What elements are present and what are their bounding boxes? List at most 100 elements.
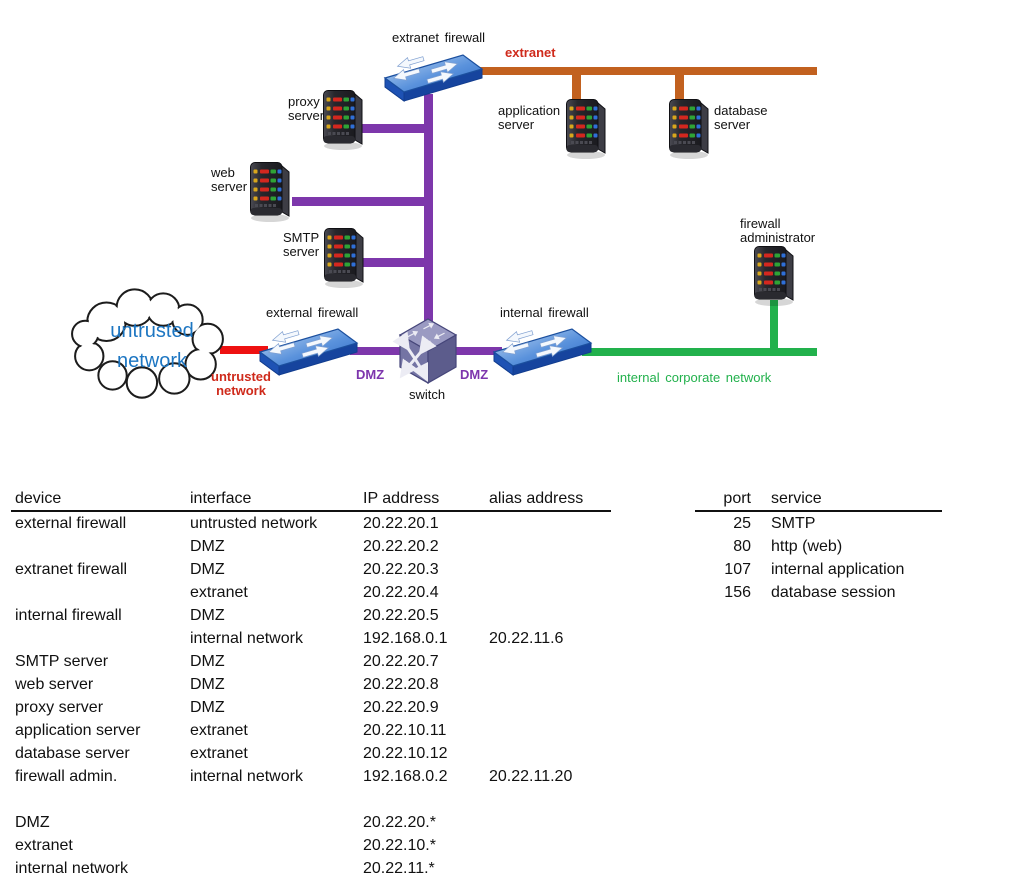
table-cell: extranet firewall [15,561,128,578]
dmz-line-right [450,347,502,355]
table-cell: untrusted network [190,515,318,532]
internal-firewall-icon [490,316,594,380]
table-cell: 20.22.11.20 [489,768,573,785]
table-cell: 156 [724,584,751,601]
dmz-backbone-line [424,94,433,330]
label-line: administrator [740,230,816,245]
untrusted-network-label: untrusted network [202,370,280,398]
table-cell: DMZ [190,538,225,555]
table-cell: DMZ [190,561,225,578]
table-cell [485,696,611,719]
label-line: network [116,350,188,372]
table-cell: 20.22.20.2 [363,538,439,555]
database-server-icon [666,96,714,160]
switch-label: switch [409,387,446,402]
table-row: 107 internal application [695,558,942,581]
table-cell: 192.168.0.1 [363,630,448,647]
label-line: SMTP [283,230,320,245]
table-cell: internal application [771,561,905,578]
table-cell: 25 [733,515,751,532]
proxy-server-icon [320,87,368,151]
internal-segment-line [582,348,817,356]
table-cell [485,788,611,811]
extranet-firewall-label: extranet firewall [392,30,486,45]
table-cell: 20.22.11.6 [489,630,564,647]
table-cell: 107 [724,561,751,578]
table-cell: extranet [15,837,73,854]
table-cell [485,857,611,880]
internal-firewall-label: internal firewall [500,305,589,320]
table-cell: 20.22.20.7 [363,653,439,670]
table-cell: 20.22.20.* [363,814,436,831]
label-line: network [216,383,266,398]
table-cell: proxy server [15,699,104,716]
dmz-label-left: DMZ [356,367,385,382]
label-line: untrusted [110,320,194,342]
label-line: server [283,244,320,259]
table-cell [485,742,611,765]
table-cell: 20.22.20.4 [363,584,439,601]
label-line: database [714,103,768,118]
table-cell: http (web) [771,538,843,555]
table-cell [186,857,359,880]
table-cell: web server [15,676,94,693]
column-header: interface [186,487,359,512]
proxy-server-label: proxy server [288,95,324,123]
column-header: IP address [359,487,485,512]
table-cell: DMZ [15,814,50,831]
dmz-line-left [350,347,404,355]
label-line: server [498,117,535,132]
table-cell [186,834,359,857]
extranet-segment-line [479,67,817,75]
table-cell: internal network [15,860,128,877]
label-line: untrusted [211,369,271,384]
table-cell: SMTP server [15,653,109,670]
table-cell: 20.22.20.1 [363,515,439,532]
table-cell [359,788,485,811]
external-firewall-label: external firewall [266,305,359,320]
table-cell: database session [771,584,896,601]
table-cell [11,581,186,604]
dmz-branch-smtp [362,258,433,267]
table-cell [485,673,611,696]
table-cell: DMZ [190,699,225,716]
table-cell: 20.22.20.5 [363,607,439,624]
label-line: server [714,117,751,132]
application-server-label: application server [498,104,560,132]
application-server-icon [563,96,611,160]
dmz-branch-proxy [360,124,433,133]
web-server-icon [247,159,295,223]
column-header: alias address [485,487,611,512]
table-row: 156 database session [695,581,942,604]
table-cell [485,558,611,581]
column-header: device [11,487,186,512]
firewall-administrator-label: firewall administrator [740,217,815,245]
dmz-branch-web [292,197,433,206]
table-row: external firewall untrusted network 20.22.… [11,511,611,535]
table-cell: extranet [190,722,248,739]
extranet-drop-application [572,71,581,103]
table-cell [485,511,611,535]
table-cell: extranet [190,745,248,762]
extranet-drop-database [675,71,684,103]
extranet-network-label: extranet [505,45,556,60]
extranet-firewall-icon [381,42,485,106]
table-cell: external firewall [15,515,127,532]
table-row [11,788,611,811]
internal-network-label: internal corporate network [617,370,772,385]
table-cell: application server [15,722,141,739]
